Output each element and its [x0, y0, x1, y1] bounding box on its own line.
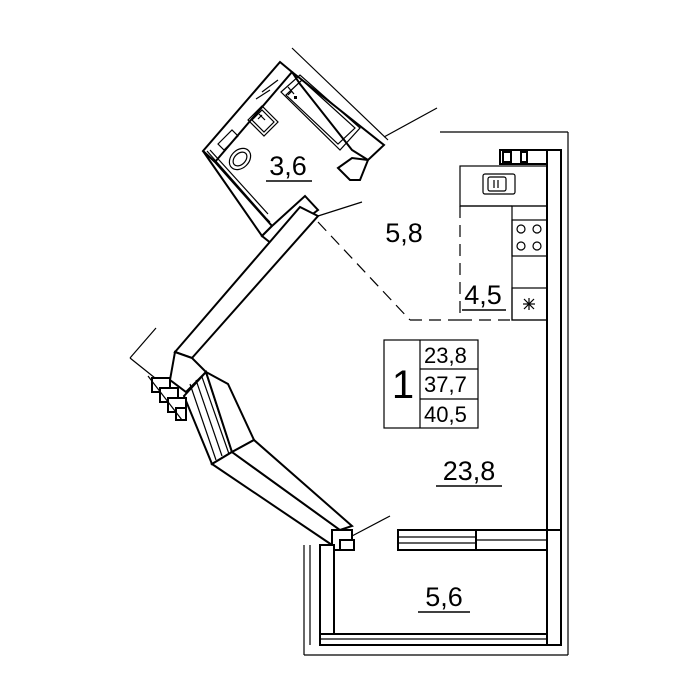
door-swing-line	[317, 201, 363, 217]
living-area-value: 23,8	[424, 343, 467, 368]
toilet-icon	[217, 129, 252, 171]
total-area-value: 37,7	[424, 372, 467, 397]
kitchen-area-label: 4,5	[464, 280, 502, 310]
hallway-boundary	[317, 221, 411, 321]
total-with-loggia-value: 40,5	[424, 402, 467, 427]
area-summary-box: 1 23,8 37,7 40,5	[383, 339, 479, 429]
fridge-icon	[511, 287, 548, 321]
stove-icon	[511, 219, 548, 257]
sink-icon	[247, 79, 279, 137]
bathroom-walls	[201, 47, 438, 246]
living-room-area-label: 23,8	[443, 456, 496, 486]
exterior-walls	[129, 205, 354, 547]
loggia	[303, 515, 568, 656]
bathroom-area-label: 3,6	[269, 151, 307, 181]
kitchen-sink-icon	[482, 173, 516, 195]
rooms-count: 1	[392, 363, 414, 407]
loggia-area-label: 5,6	[425, 582, 463, 612]
bathtub-icon	[280, 74, 361, 151]
hallway-area-label: 5,8	[385, 218, 423, 248]
